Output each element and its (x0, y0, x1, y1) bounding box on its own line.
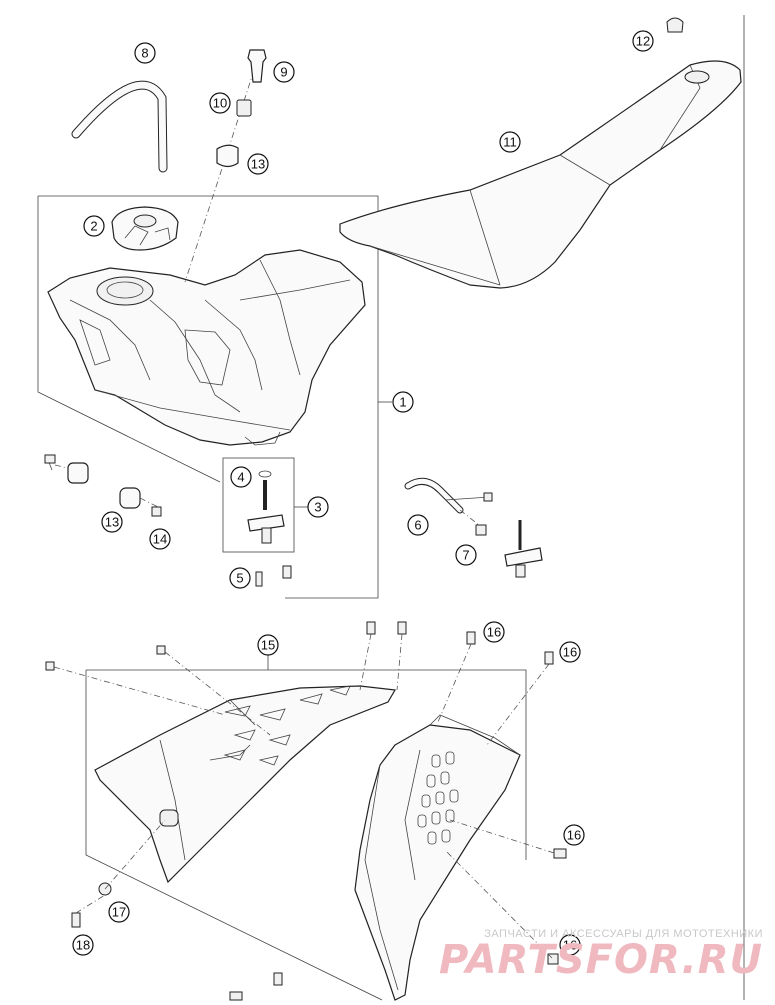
svg-text:1: 1 (399, 395, 406, 410)
fuel-tank (47, 249, 366, 446)
callout-18: 18 (72, 934, 94, 956)
svg-text:16: 16 (567, 828, 581, 843)
callout-4: 4 (230, 466, 252, 488)
callout-2: 2 (83, 215, 105, 237)
callout-3: 3 (307, 496, 329, 518)
fuel-cap (111, 206, 179, 251)
side-cover-fasteners (45, 621, 567, 1001)
callout-16-a: 16 (483, 621, 505, 643)
callout-16-b: 16 (559, 641, 581, 663)
left-side-cover (94, 685, 396, 884)
callout-5: 5 (229, 567, 251, 589)
svg-text:17: 17 (112, 905, 126, 920)
callout-17: 17 (108, 901, 130, 923)
svg-text:18: 18 (76, 938, 90, 953)
callout-1: 1 (392, 391, 414, 413)
svg-text:16: 16 (487, 625, 501, 640)
svg-text:2: 2 (90, 219, 97, 234)
svg-text:4: 4 (237, 470, 244, 485)
svg-text:13: 13 (105, 515, 119, 530)
callout-9: 9 (273, 61, 295, 83)
svg-text:10: 10 (213, 96, 227, 111)
watermark-caption: ЗАПЧАСТИ И АКСЕССУАРЫ ДЛЯ МОТОТЕХНИКИ (484, 928, 763, 940)
callout-12: 12 (632, 30, 654, 52)
svg-text:9: 9 (280, 65, 287, 80)
svg-text:12: 12 (636, 34, 650, 49)
svg-text:6: 6 (414, 518, 421, 533)
svg-text:13: 13 (251, 157, 265, 172)
fuel-tank-group (37, 195, 392, 599)
svg-text:14: 14 (153, 532, 167, 547)
callout-15: 15 (257, 634, 279, 656)
svg-text:3: 3 (314, 500, 321, 515)
side-cover-group (85, 655, 527, 1001)
callout-13-top: 13 (247, 153, 269, 175)
right-side-cover (354, 714, 521, 1001)
svg-text:11: 11 (503, 135, 517, 150)
callout-16-d: 16 (559, 934, 581, 956)
svg-text:8: 8 (141, 46, 148, 61)
tank-mount-hardware (184, 49, 267, 283)
tank-grommets (44, 454, 162, 517)
watermark: ЗАПЧАСТИ И АКСЕССУАРЫ ДЛЯ МОТОТЕХНИКИ PA… (439, 928, 763, 980)
seat (339, 17, 742, 289)
fuel-hose (71, 80, 168, 173)
svg-text:7: 7 (462, 548, 469, 563)
svg-text:5: 5 (236, 571, 243, 586)
fuel-tap (247, 470, 292, 587)
svg-text:16: 16 (563, 645, 577, 660)
callout-6: 6 (407, 514, 429, 536)
callout-10: 10 (209, 92, 231, 114)
fuel-line (404, 477, 543, 578)
svg-text:15: 15 (261, 638, 275, 653)
callout-16-c: 16 (563, 824, 585, 846)
callout-8: 8 (134, 42, 156, 64)
watermark-brand: PARTSFOR.RU (438, 937, 763, 983)
callout-7: 7 (455, 544, 477, 566)
callout-13-bottom: 13 (101, 511, 123, 533)
callout-14: 14 (149, 528, 171, 550)
svg-text:16: 16 (563, 938, 577, 953)
callout-11: 11 (499, 131, 521, 153)
